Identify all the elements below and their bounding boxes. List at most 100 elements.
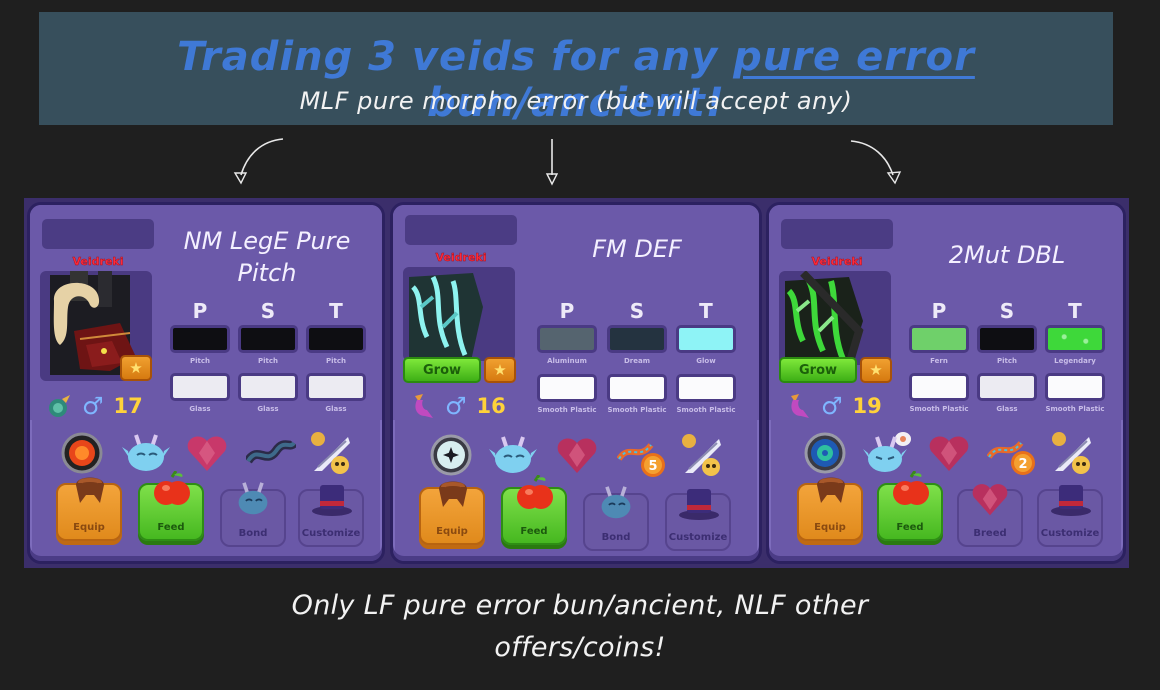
- tertiary-material-swatch[interactable]: [676, 374, 736, 402]
- customize-label: Customize: [301, 528, 361, 539]
- quill-skull-icon[interactable]: [308, 431, 352, 475]
- feed-button[interactable]: Feed: [501, 475, 567, 545]
- grow-button[interactable]: Grow: [779, 357, 857, 383]
- dna-badge-5-icon[interactable]: 5: [616, 433, 669, 477]
- heart-gem-icon: [972, 484, 1008, 516]
- secondary-color-swatch[interactable]: [607, 325, 667, 353]
- grow-button[interactable]: Grow: [403, 357, 481, 383]
- bond-face-icon: [238, 482, 268, 515]
- secondary-header: S: [999, 299, 1015, 323]
- stat-row: ♂ 19: [785, 392, 882, 420]
- quill-skull-icon[interactable]: [1049, 431, 1093, 475]
- status-icon-row: 2: [769, 431, 1123, 477]
- footer-line: Only LF pure error bun/ancient, NLF othe…: [291, 590, 869, 621]
- dna-badge-2-icon[interactable]: 2: [986, 431, 1039, 475]
- banner-title-part: bun/ancient!: [426, 80, 726, 126]
- heart-gem-icon[interactable]: [555, 433, 599, 477]
- species-label: Veidreki: [435, 251, 487, 264]
- juvenile-dragon-icon: [415, 394, 433, 418]
- material-label: Smooth Plastic: [607, 406, 667, 414]
- primary-material-swatch[interactable]: [170, 373, 230, 401]
- quill-skull-icon[interactable]: [679, 433, 723, 477]
- secondary-material-swatch[interactable]: [238, 373, 298, 401]
- top-hat-icon: [312, 485, 352, 516]
- secondary-color-swatch[interactable]: [238, 325, 298, 353]
- bond-face-thinking-icon[interactable]: [863, 431, 911, 475]
- action-button-row: Equip Feed Bond Customize: [393, 475, 759, 553]
- primary-header: P: [931, 299, 947, 323]
- species-label: Veidreki: [72, 255, 124, 268]
- dragon-card: Veidreki Grow ★ 2Mut DBL P S T Fern Pitc…: [766, 202, 1126, 564]
- top-hat-icon: [679, 489, 719, 520]
- primary-color-swatch[interactable]: [909, 325, 969, 353]
- feed-button[interactable]: Feed: [877, 471, 943, 541]
- equip-label: Equip: [73, 522, 105, 533]
- heart-gem-icon[interactable]: [927, 431, 971, 475]
- secondary-material-swatch[interactable]: [977, 373, 1037, 401]
- secondary-material-swatch[interactable]: [607, 374, 667, 402]
- breed-label: Breed: [973, 528, 1007, 539]
- primary-color-swatch[interactable]: [170, 325, 230, 353]
- dna-strand-icon[interactable]: [244, 431, 298, 475]
- arrow-down-icon: [545, 139, 559, 186]
- equip-button[interactable]: Equip: [56, 477, 122, 541]
- bond-face-icon[interactable]: [122, 431, 170, 475]
- arrow-right-icon: [850, 140, 902, 185]
- stat-row: ♂ 16: [409, 392, 506, 420]
- card-title-line: FM DEF: [592, 235, 682, 263]
- nature-element-icon[interactable]: [803, 431, 847, 475]
- feed-label: Feed: [896, 522, 924, 533]
- footer-line: offers/coins!: [494, 632, 666, 663]
- tertiary-color-swatch[interactable]: [676, 325, 736, 353]
- secondary-color-swatch[interactable]: [977, 325, 1037, 353]
- dragon-level: 16: [476, 394, 506, 418]
- breed-button[interactable]: Breed: [957, 484, 1023, 547]
- heart-gem-icon[interactable]: [185, 431, 229, 475]
- primary-header: P: [559, 299, 575, 323]
- apple-icon: [154, 471, 190, 505]
- primary-material-swatch[interactable]: [537, 374, 597, 402]
- color-label: Pitch: [325, 357, 346, 365]
- tertiary-material-swatch[interactable]: [306, 373, 366, 401]
- equip-button[interactable]: Equip: [797, 477, 863, 541]
- bond-label: Bond: [601, 532, 631, 543]
- favorite-star-button[interactable]: ★: [120, 355, 152, 381]
- customize-button[interactable]: Customize: [298, 485, 364, 547]
- stat-row: ♂ 17: [46, 392, 143, 420]
- primary-color-swatch[interactable]: [537, 325, 597, 353]
- bond-face-icon[interactable]: [489, 433, 537, 477]
- card-title-line: NM LegE Pure: [183, 227, 351, 255]
- primary-material-swatch[interactable]: [909, 373, 969, 401]
- fire-element-icon[interactable]: [60, 431, 104, 475]
- color-label: Pitch: [189, 357, 210, 365]
- card-title: FM DEF: [521, 233, 753, 265]
- dragon-portrait: [403, 267, 515, 361]
- customize-button[interactable]: Customize: [665, 489, 731, 551]
- equip-label: Equip: [814, 522, 846, 533]
- color-label: Pitch: [996, 357, 1017, 365]
- customize-label: Customize: [668, 532, 728, 543]
- favorite-star-button[interactable]: ★: [860, 357, 892, 383]
- material-label: Glass: [325, 405, 347, 413]
- card-title: NM LegE Pure Pitch: [158, 225, 376, 289]
- equip-button[interactable]: Equip: [419, 481, 485, 545]
- dragon-card: Veidreki Grow ★ FM DEF P S T Aluminum Dr…: [390, 202, 762, 564]
- feed-label: Feed: [520, 526, 548, 537]
- color-label: Glow: [696, 357, 716, 365]
- material-label: Smooth Plastic: [676, 406, 736, 414]
- footer-note: Only LF pure error bun/ancient, NLF othe…: [0, 585, 1160, 669]
- feed-button[interactable]: Feed: [138, 471, 204, 541]
- tertiary-material-swatch[interactable]: [1045, 373, 1105, 401]
- tertiary-color-swatch[interactable]: [306, 325, 366, 353]
- bond-button[interactable]: Bond: [220, 482, 286, 547]
- material-label: Glass: [257, 405, 279, 413]
- customize-button[interactable]: Customize: [1037, 485, 1103, 547]
- bond-button[interactable]: Bond: [583, 486, 649, 551]
- tertiary-color-swatch[interactable]: [1045, 325, 1105, 353]
- dragon-level: 17: [113, 394, 143, 418]
- favorite-star-button[interactable]: ★: [484, 357, 516, 383]
- banner-title-part: Trading 3 veids for any: [177, 34, 734, 80]
- light-element-icon[interactable]: [429, 433, 473, 477]
- color-label: Fern: [930, 357, 948, 365]
- card-title-line: 2Mut DBL: [948, 241, 1066, 269]
